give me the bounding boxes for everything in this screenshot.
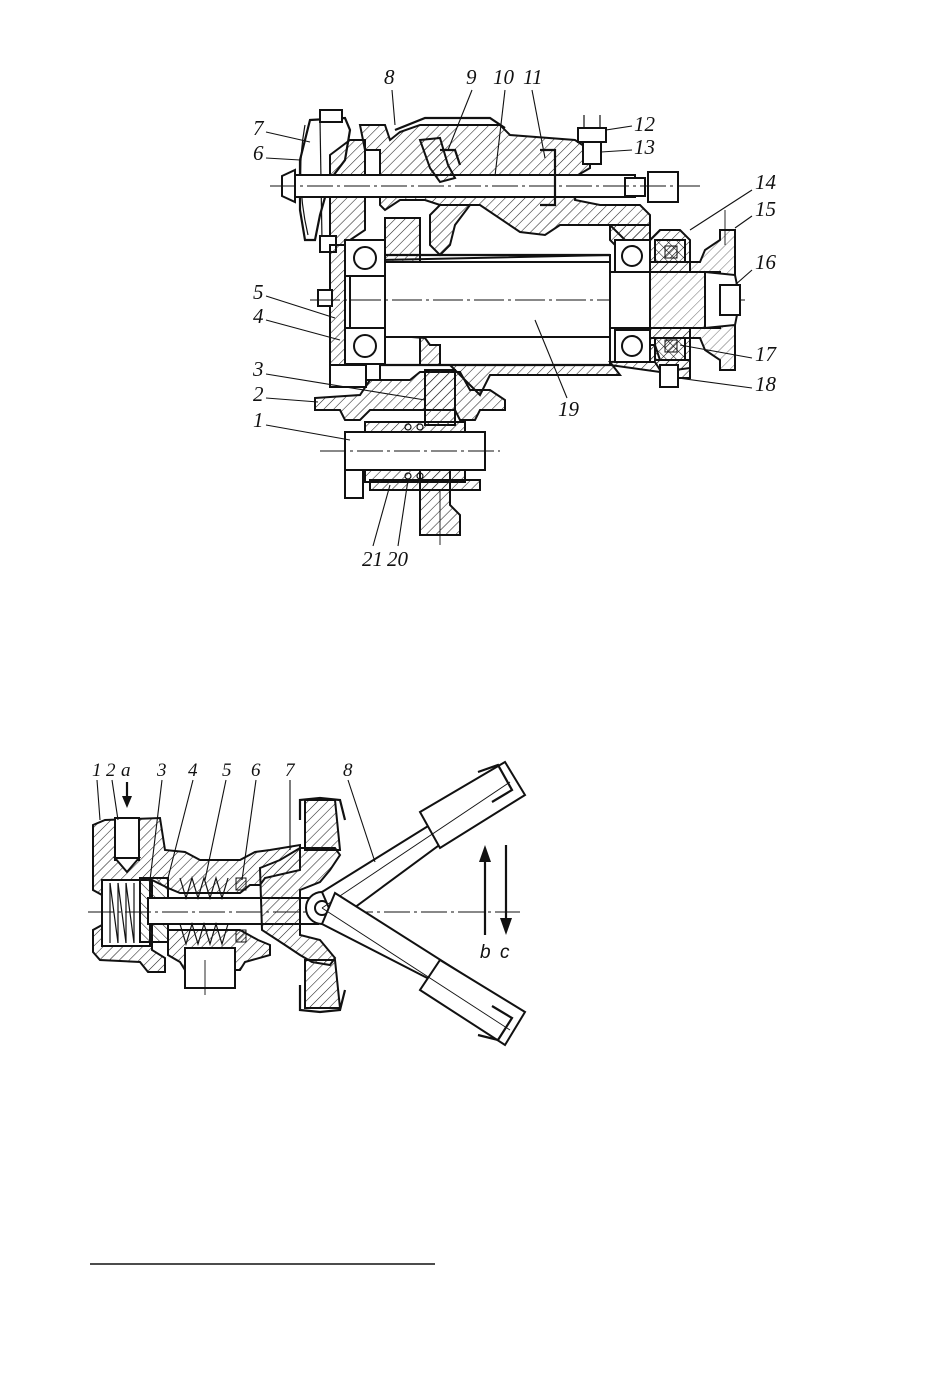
label-21: 21 [362,547,383,571]
label-17: 17 [755,342,778,366]
label-6: 6 [253,141,264,165]
label-20: 20 [387,547,409,571]
label-12: 12 [634,112,656,136]
label-9: 9 [466,65,477,89]
label-10: 10 [493,65,515,89]
label-1: 1 [253,408,264,432]
label-b2: 2 [106,760,116,781]
label-18: 18 [755,372,777,396]
label-15: 15 [755,197,776,221]
label-16: 16 [755,250,777,274]
label-b3: 3 [156,760,167,781]
label-b6: 6 [251,760,261,781]
label-11: 11 [523,65,542,89]
label-2: 2 [253,382,264,406]
label-3: 3 [252,357,264,381]
label-b8: 8 [343,760,353,781]
label-19: 19 [558,397,580,421]
label-4: 4 [253,304,264,328]
label-5: 5 [253,280,264,304]
label-7: 7 [253,116,265,140]
label-b7: 7 [285,760,296,781]
label-ba: a [121,760,131,781]
arrow-label-c: c [500,942,510,963]
label-b4: 4 [188,760,198,781]
label-13: 13 [634,135,655,159]
label-b5: 5 [222,760,232,781]
valve-section-drawing [88,762,525,1045]
label-14: 14 [755,170,777,194]
gearbox-section-drawing [270,110,745,545]
label-8: 8 [384,65,395,89]
label-b1: 1 [92,760,102,781]
arrow-label-b: b [480,942,491,963]
